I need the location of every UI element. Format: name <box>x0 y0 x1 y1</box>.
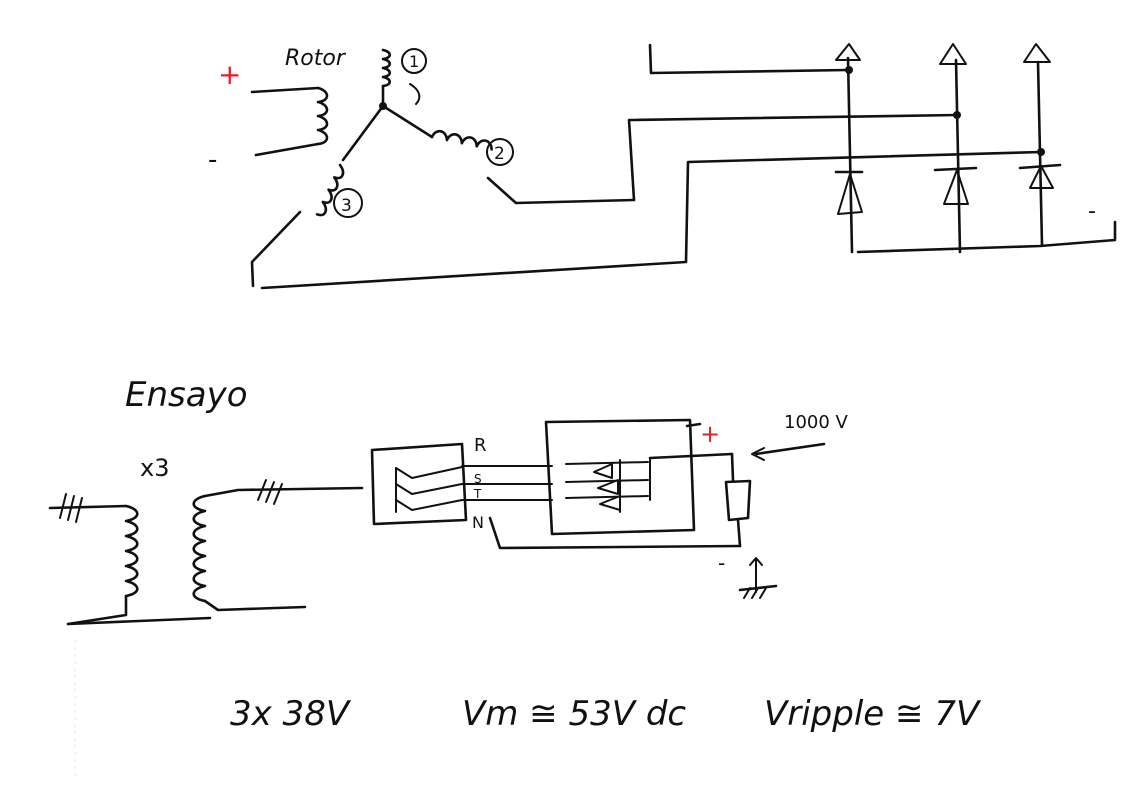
switch-box <box>370 442 468 526</box>
output-minus-sign: - <box>1088 199 1096 224</box>
voltmeter-label: 1000 V <box>784 412 849 433</box>
notes: 3x 38V Vm ≅ 53V dc Vripple ≅ 7V <box>230 694 982 734</box>
phase-s-label: S <box>474 472 482 486</box>
winding-1-label: 1 <box>409 52 419 71</box>
phase-3-wire <box>260 150 1044 290</box>
stator-winding-1: 1 <box>381 48 427 106</box>
neutral-return-wire <box>488 516 742 550</box>
load-resistor <box>724 452 752 548</box>
output-minus-sign-bottom: - <box>718 551 725 575</box>
test-title: Ensayo <box>125 375 248 415</box>
stator-winding-3: 3 <box>250 104 385 288</box>
phase-r-label: R <box>474 435 487 456</box>
winding-2-label: 2 <box>494 144 505 164</box>
output-plus-sign: + <box>700 420 720 448</box>
ground-symbol <box>738 557 778 599</box>
voltmeter-probe: 1000 V <box>751 412 849 461</box>
phase-2-wire <box>627 113 960 202</box>
vm-note: Vm ≅ 53V dc <box>462 694 686 734</box>
vripple-note: Vripple ≅ 7V <box>764 694 982 734</box>
alternator-rectifier-diagram: Rotor + - 1 2 <box>208 43 1117 290</box>
rotor-coil <box>250 86 329 157</box>
supply-note: 3x 38V <box>230 694 352 734</box>
bridge-rectifier <box>834 43 1117 254</box>
rotor-minus-sign: - <box>208 145 217 175</box>
neutral-label: N <box>472 513 484 532</box>
winding-3-label: 3 <box>341 196 352 216</box>
test-setup-diagram: Ensayo x3 R S T N <box>48 375 849 626</box>
input-line <box>48 504 128 510</box>
transformer-secondary <box>66 479 364 626</box>
rectifier-module <box>544 418 734 536</box>
phase-t-label: T <box>473 487 482 501</box>
stator-winding-2: 2 <box>381 104 636 205</box>
rotor-plus-sign: + <box>218 58 241 91</box>
rotor-label: Rotor <box>285 46 347 71</box>
transformer-multiplier: x3 <box>140 454 169 482</box>
transformer-primary <box>66 504 139 626</box>
phase-1-wire <box>648 43 850 75</box>
